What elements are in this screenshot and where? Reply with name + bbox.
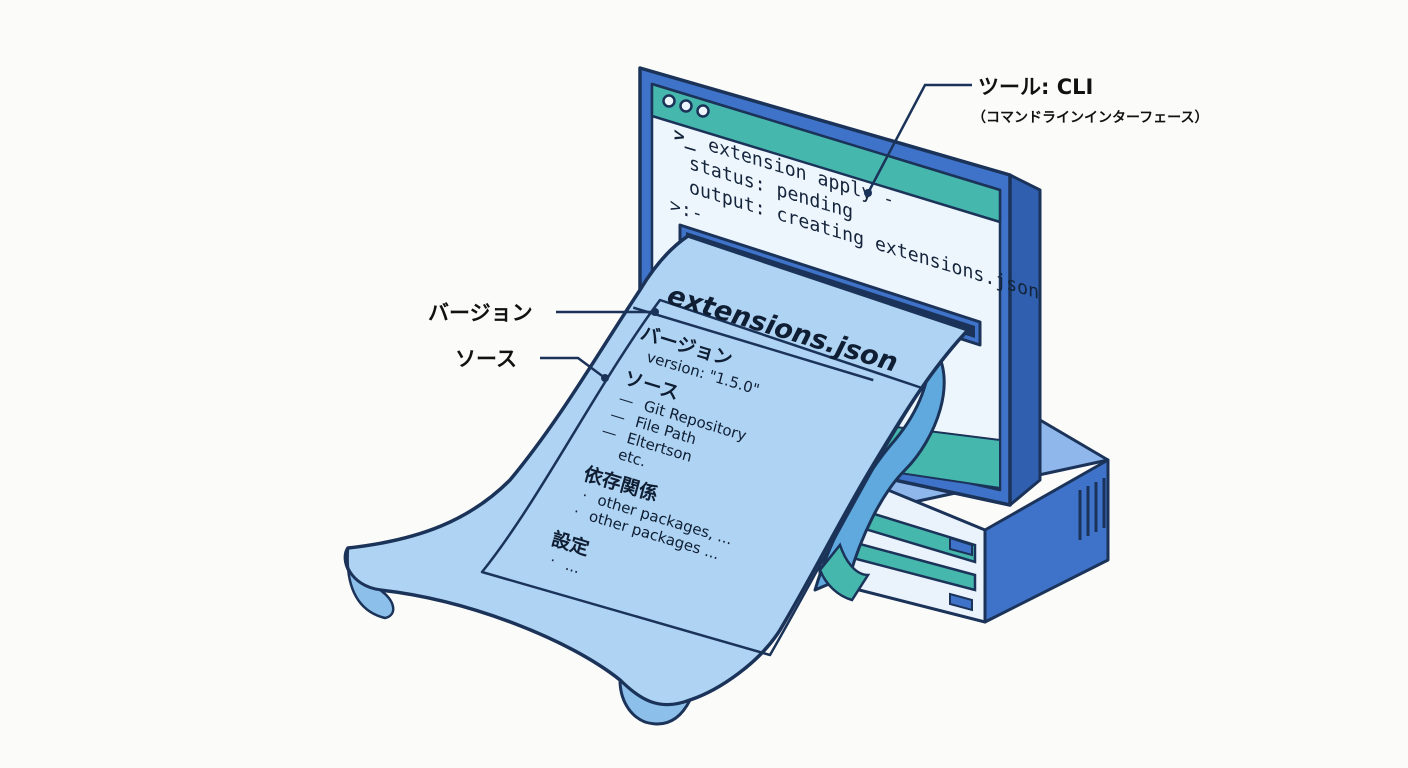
- server-slot-indicator: [949, 536, 973, 557]
- callout-dot-icon: [601, 374, 609, 382]
- version-label: バージョン: [428, 301, 533, 325]
- bullet-icon: ·: [580, 486, 589, 505]
- window-dot-icon: [696, 104, 710, 118]
- extensions-json-document: extensions.json バージョン version: "1.5.0" ソ…: [343, 234, 970, 726]
- window-dot-icon: [662, 94, 676, 108]
- window-dot-icon: [679, 99, 693, 113]
- list-dash-icon: —: [600, 421, 619, 443]
- callout-source: ソース: [455, 347, 609, 382]
- bullet-icon: ·: [572, 502, 581, 521]
- server-vents: [1078, 478, 1106, 540]
- callout-dot-icon: [651, 308, 659, 316]
- paper-frame: [480, 298, 924, 657]
- callout-dot-icon: [864, 189, 872, 197]
- callout-tool: ツール: CLI （コマンドラインインターフェース）: [864, 75, 1208, 197]
- bullet-icon: ·: [548, 551, 557, 570]
- server-slot-indicator: [949, 592, 973, 612]
- terminal-titlebar: [650, 82, 1002, 224]
- source-label: ソース: [455, 347, 517, 371]
- prompt-icon: >_: [674, 123, 696, 152]
- list-dash-icon: —: [608, 405, 627, 427]
- settings-item: ...: [563, 556, 581, 577]
- paper-sheet: [343, 234, 970, 707]
- tool-label: ツール: CLI: [978, 75, 1093, 99]
- callout-version: バージョン: [428, 301, 659, 325]
- list-dash-icon: —: [617, 389, 636, 411]
- tool-sublabel: （コマンドラインインターフェース）: [972, 110, 1208, 126]
